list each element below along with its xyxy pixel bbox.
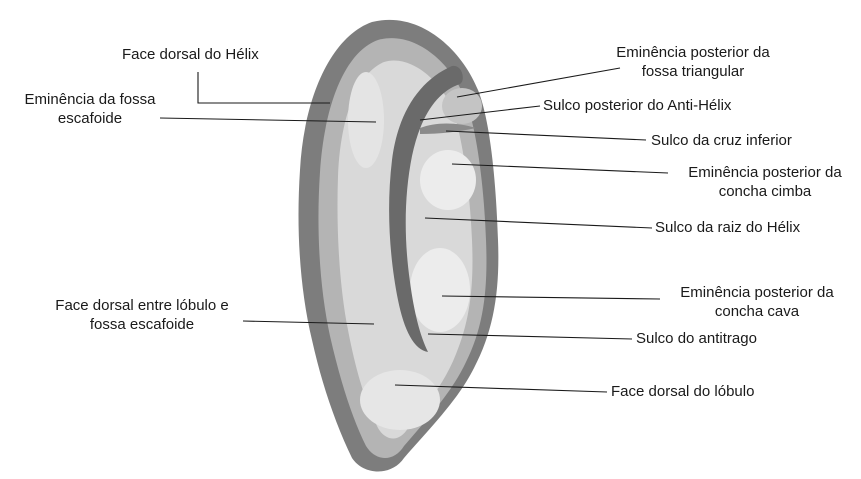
label-sulco-antitrago: Sulco do antitrago <box>636 329 757 348</box>
label-eminencia-concha-cava: Eminência posterior da concha cava <box>662 283 852 321</box>
lobule-area <box>360 370 440 430</box>
label-line-1: Eminência posterior da <box>662 283 852 302</box>
label-line-2: fossa escafoide <box>36 315 248 334</box>
label-line-2: concha cimba <box>670 182 860 201</box>
label-face-dorsal-helix: Face dorsal do Hélix <box>122 45 259 64</box>
leader-eminencia-fossa-triangular <box>457 68 620 97</box>
leader-face-dorsal-helix <box>198 72 330 103</box>
label-line-2: escafoide <box>6 109 174 128</box>
label-face-dorsal-lobulo: Face dorsal do lóbulo <box>611 382 754 401</box>
label-line-1: Eminência posterior da <box>670 163 860 182</box>
label-sulco-raiz-helix: Sulco da raiz do Hélix <box>655 218 800 237</box>
label-face-dorsal-lobulo-escafoide: Face dorsal entre lóbulo e fossa escafoi… <box>36 296 248 334</box>
label-line-2: concha cava <box>662 302 852 321</box>
scaphoid-eminence-area <box>348 72 384 168</box>
label-sulco-cruz-inferior: Sulco da cruz inferior <box>651 131 792 150</box>
label-sulco-anti-helix: Sulco posterior do Anti-Hélix <box>543 96 731 115</box>
label-eminencia-fossa-escafoide: Eminência da fossa escafoide <box>6 90 174 128</box>
label-eminencia-fossa-triangular: Eminência posterior da fossa triangular <box>598 43 788 81</box>
eminence-concha-cava-area <box>410 248 470 332</box>
label-line-1: Face dorsal entre lóbulo e <box>36 296 248 315</box>
label-line-2: fossa triangular <box>598 62 788 81</box>
label-eminencia-concha-cimba: Eminência posterior da concha cimba <box>670 163 860 201</box>
label-line-1: Eminência posterior da <box>598 43 788 62</box>
eminence-concha-cimba-area <box>420 150 476 210</box>
label-line-1: Eminência da fossa <box>6 90 174 109</box>
